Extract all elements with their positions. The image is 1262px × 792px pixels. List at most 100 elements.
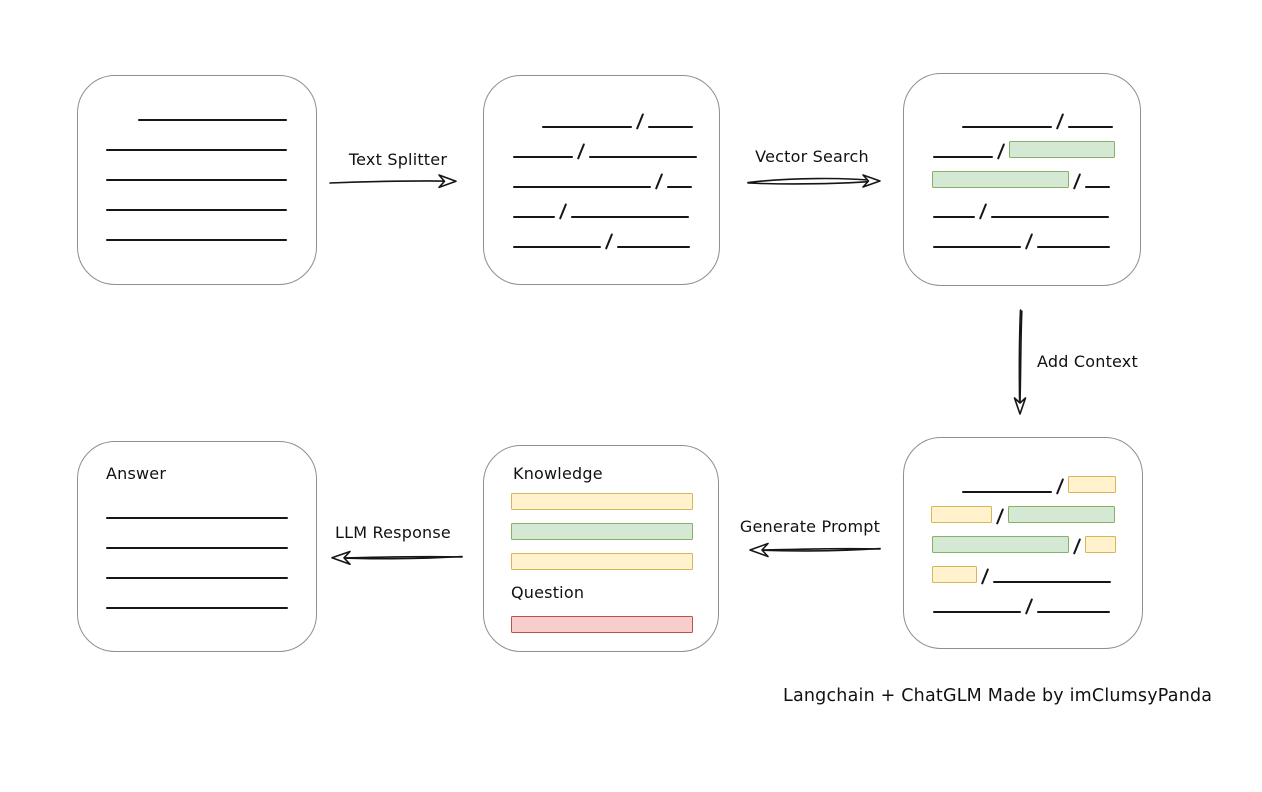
- text-splitter-arrow-icon: [329, 174, 457, 189]
- yellow-highlight: [511, 553, 693, 570]
- segment-row: [78, 579, 316, 609]
- text-line: [138, 119, 287, 121]
- text-line: [617, 246, 691, 248]
- text-line: [667, 186, 693, 188]
- text-line: [962, 491, 1052, 493]
- segment-row: [484, 480, 718, 510]
- text-line: [513, 246, 601, 248]
- slash-separator: [604, 233, 614, 250]
- segment-row: [484, 98, 719, 130]
- segment-row: [904, 493, 1142, 525]
- text-line: [513, 156, 573, 158]
- add-context-arrow-icon: [1013, 309, 1027, 415]
- text-line: [513, 216, 555, 218]
- segment-row: [904, 188, 1140, 220]
- segment-row: [78, 121, 316, 151]
- yellow-highlight: [932, 566, 977, 583]
- slash-separator: [1024, 598, 1034, 615]
- text-line: [571, 216, 690, 218]
- segment-row: [78, 181, 316, 211]
- text-line: [933, 156, 993, 158]
- text-line: [542, 126, 632, 128]
- text-splitter-label: Text Splitter: [348, 150, 448, 169]
- segment-row: [484, 188, 719, 220]
- generate-prompt-label: Generate Prompt: [739, 517, 881, 536]
- segment-row: [484, 540, 718, 570]
- llm-response-arrow-icon: [331, 550, 463, 566]
- text-line: [589, 156, 698, 158]
- green-highlight: [932, 171, 1069, 188]
- segment-row: [904, 218, 1140, 250]
- segment-row: [484, 128, 719, 160]
- text-line: [648, 126, 694, 128]
- segment-row: [904, 553, 1142, 585]
- text-line: [513, 186, 651, 188]
- segment-row: [904, 523, 1142, 555]
- text-line: [991, 216, 1110, 218]
- text-line: [1068, 126, 1114, 128]
- green-highlight: [1008, 506, 1116, 523]
- knowledge-bars: [484, 480, 718, 570]
- text-line: [993, 581, 1112, 583]
- yellow-highlight: [1085, 536, 1117, 553]
- text-line: [106, 239, 287, 241]
- document-text-lines: [78, 91, 316, 241]
- segment-row: [484, 158, 719, 190]
- llm-response-label: LLM Response: [335, 523, 451, 542]
- segment-row: [484, 218, 719, 250]
- text-line: [962, 126, 1052, 128]
- yellow-highlight: [931, 506, 992, 523]
- text-line: [933, 216, 975, 218]
- green-highlight: [1009, 141, 1116, 158]
- text-line: [106, 517, 288, 519]
- segment-row: [904, 158, 1140, 190]
- context-chunk-lines: [904, 463, 1142, 615]
- text-line: [106, 179, 287, 181]
- answer-text-lines: [78, 489, 316, 609]
- matched-chunk-lines: [904, 98, 1140, 250]
- knowledge-label: Knowledge: [513, 464, 603, 483]
- box-answer: Answer: [77, 441, 317, 652]
- segment-row: [78, 91, 316, 121]
- slash-separator: [1024, 233, 1034, 250]
- box-source-document: [77, 75, 317, 285]
- generate-prompt-arrow-icon: [749, 542, 881, 558]
- vector-search-arrow-icon: [747, 174, 881, 188]
- text-line: [1037, 611, 1111, 613]
- green-highlight: [932, 536, 1069, 553]
- segment-row: [904, 128, 1140, 160]
- segment-row: [904, 463, 1142, 495]
- green-highlight: [511, 523, 693, 540]
- segment-row: [78, 519, 316, 549]
- segment-row: [484, 510, 718, 540]
- text-line: [1037, 246, 1111, 248]
- text-line: [933, 611, 1021, 613]
- text-line: [106, 547, 288, 549]
- text-line: [106, 577, 288, 579]
- chunk-text-lines: [484, 98, 719, 250]
- segment-row: [78, 151, 316, 181]
- box-prompt: Knowledge Question: [483, 445, 719, 652]
- yellow-highlight: [1068, 476, 1117, 493]
- segment-row: [904, 98, 1140, 130]
- text-line: [106, 209, 287, 211]
- segment-row: [904, 583, 1142, 615]
- text-line: [106, 149, 287, 151]
- box-context-chunks: [903, 437, 1143, 649]
- segment-row: [78, 489, 316, 519]
- yellow-highlight: [511, 493, 693, 510]
- box-vector-matched-chunks: [903, 73, 1141, 286]
- question-label: Question: [511, 583, 585, 602]
- segment-row: [484, 603, 718, 633]
- question-bar: [484, 603, 718, 633]
- box-split-chunks: [483, 75, 720, 285]
- vector-search-label: Vector Search: [755, 147, 869, 166]
- answer-label: Answer: [106, 464, 167, 483]
- segment-row: [78, 211, 316, 241]
- text-line: [933, 246, 1021, 248]
- segment-row: [78, 549, 316, 579]
- text-line: [106, 607, 288, 609]
- red-highlight: [511, 616, 693, 633]
- diagram-caption: Langchain + ChatGLM Made by imClumsyPand…: [783, 686, 1213, 706]
